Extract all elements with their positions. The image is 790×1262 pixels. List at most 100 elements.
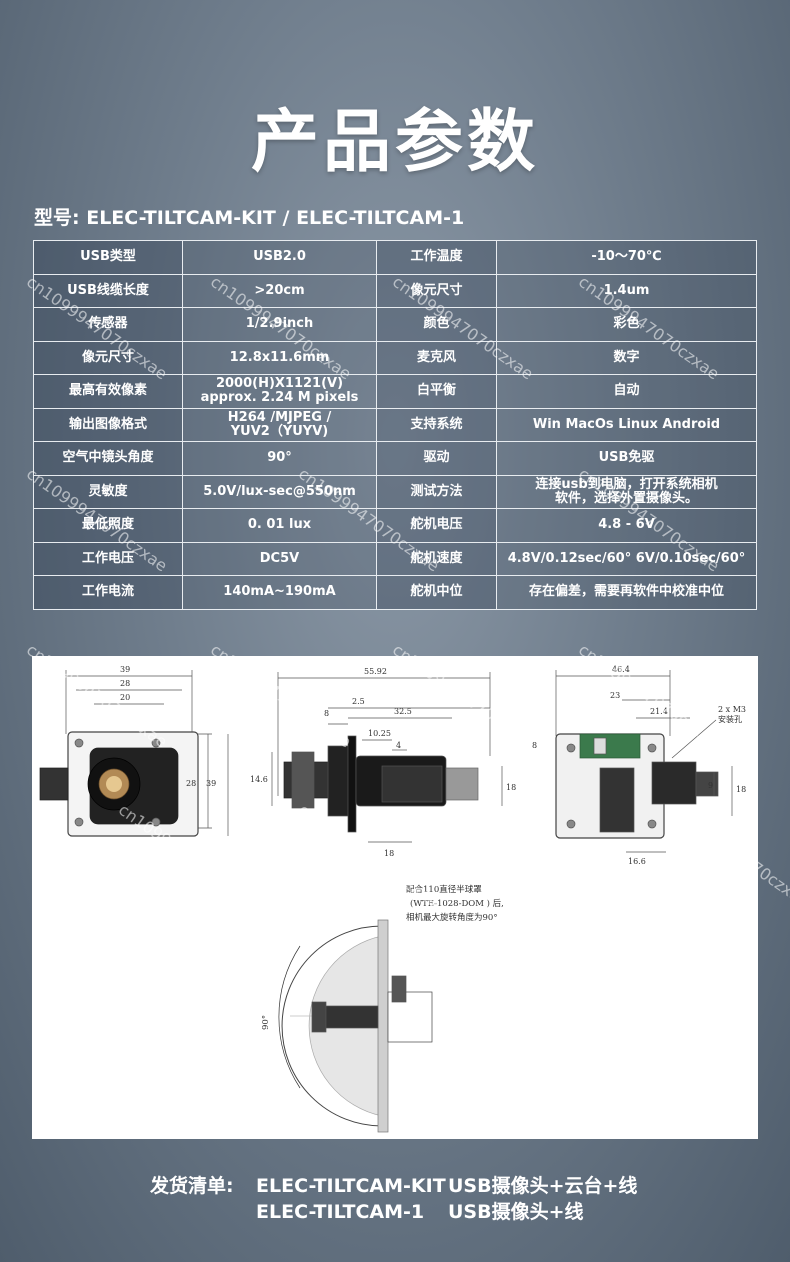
side-dims: 55.92 2.5 8 32.5 10.25 4 14.6 18 18 [250, 667, 516, 858]
svg-text:46.4: 46.4 [612, 665, 630, 674]
dome-text: 配合110直径半球罩 (WTE-1028-DOM ) 后, 相机最大旋转角度为9… [261, 884, 504, 1030]
spec-label: 输出图像格式 [33, 407, 183, 442]
model-line: 型号: ELEC-TILTCAM-KIT / ELEC-TILTCAM-1 [34, 207, 465, 229]
svg-text:2.5: 2.5 [352, 697, 365, 706]
svg-text:14.6: 14.6 [250, 775, 268, 784]
svg-text:16.6: 16.6 [628, 857, 646, 866]
spec-label: 麦克风 [376, 340, 497, 375]
svg-text:55.92: 55.92 [364, 667, 387, 676]
svg-text:21.4: 21.4 [650, 707, 668, 716]
svg-text:2 x M3: 2 x M3 [718, 705, 746, 714]
spec-value: 5.0V/lux-sec@550nm [182, 474, 377, 509]
svg-text:4: 4 [396, 741, 401, 750]
spec-label: 测试方法 [376, 474, 497, 509]
page-title: 产品参数 [250, 103, 539, 182]
spec-label: 灵敏度 [33, 474, 183, 509]
drawing-svg: 39 28 20 28 39 55. [39, 665, 746, 1133]
svg-text:20: 20 [120, 693, 130, 702]
front-dims: 39 28 20 28 39 [120, 665, 216, 788]
spec-label: 支持系统 [376, 407, 497, 442]
spec-label: 工作电流 [33, 575, 183, 610]
front-view [39, 670, 229, 837]
svg-text:18: 18 [506, 783, 516, 792]
svg-text:配合110直径半球罩: 配合110直径半球罩 [406, 884, 482, 895]
spec-value: 1/2.9inch [182, 307, 377, 342]
spec-value: 1.4um [496, 273, 757, 308]
svg-text:8: 8 [532, 741, 537, 750]
svg-text:28: 28 [186, 779, 196, 788]
spec-value: 自动 [496, 374, 757, 409]
svg-text:28: 28 [120, 679, 130, 688]
dome-view [278, 919, 433, 1133]
shipping-row-2: ELEC-TILTCAM-1 USB摄像头+线 [150, 1197, 637, 1223]
back-view [555, 670, 733, 853]
spec-value: DC5V [182, 541, 377, 576]
spec-value: Win MacOs Linux Android [496, 407, 757, 442]
spec-value: H264 /MJPEG /YUV2（YUYV) [182, 407, 377, 442]
spec-value: -10～70℃ [496, 240, 757, 275]
svg-text:安装孔: 安装孔 [718, 714, 742, 724]
spec-value: USB免驱 [496, 441, 757, 476]
spec-label: 像元尺寸 [33, 340, 183, 375]
spec-label: 像元尺寸 [376, 273, 497, 308]
spec-label: USB类型 [33, 240, 183, 275]
spec-value: 连接usb到电脑，打开系统相机软件，选择外置摄像头。 [496, 474, 757, 509]
spec-label: 驱动 [376, 441, 497, 476]
spec-value: 12.8x11.6mm [182, 340, 377, 375]
spec-label: 工作电压 [33, 541, 183, 576]
side-view [271, 672, 503, 843]
spec-value: >20cm [182, 273, 377, 308]
svg-text:18: 18 [736, 785, 746, 794]
spec-value: 4.8V/0.12sec/60° 6V/0.10sec/60° [496, 541, 757, 576]
spec-label: 颜色 [376, 307, 497, 342]
spec-value: 4.8 - 6V [496, 508, 757, 543]
spec-value: 数字 [496, 340, 757, 375]
spec-label: 最低照度 [33, 508, 183, 543]
spec-value: 0. 01 lux [182, 508, 377, 543]
svg-text:90°: 90° [261, 1015, 271, 1030]
shipping-code: ELEC-TILTCAM-1 [256, 1201, 425, 1223]
spec-value: 2000(H)X1121(V)approx. 2.24 M pixels [182, 374, 377, 409]
svg-text:相机最大旋转角度为90°: 相机最大旋转角度为90° [406, 912, 498, 923]
svg-text:8: 8 [324, 709, 329, 718]
spec-value: 90° [182, 441, 377, 476]
spec-label: 舵机速度 [376, 541, 497, 576]
shipping-code: ELEC-TILTCAM-KIT [256, 1175, 446, 1197]
shipping-desc: USB摄像头+云台+线 [448, 1175, 638, 1197]
svg-text:39: 39 [120, 665, 130, 674]
spec-value: 140mA~190mA [182, 575, 377, 610]
svg-text:32.5: 32.5 [394, 707, 412, 716]
spec-label: 空气中镜头角度 [33, 441, 183, 476]
back-dims: 46.4 23 21.4 2 x M3 安装孔 8 9 18 16.6 [532, 665, 746, 866]
shipping-desc: USB摄像头+线 [448, 1201, 584, 1223]
technical-drawing: 39 28 20 28 39 55. [32, 656, 758, 1139]
spec-label: 白平衡 [376, 374, 497, 409]
svg-text:23: 23 [610, 691, 620, 700]
spec-label: USB线缆长度 [33, 273, 183, 308]
shipping-label: 发货清单: [150, 1175, 234, 1197]
spec-label: 传感器 [33, 307, 183, 342]
svg-text:10.25: 10.25 [368, 729, 391, 738]
svg-text:9: 9 [708, 781, 713, 790]
spec-label: 舵机中位 [376, 575, 497, 610]
svg-text:18: 18 [384, 849, 394, 858]
svg-text:(WTE-1028-DOM ) 后,: (WTE-1028-DOM ) 后, [410, 898, 504, 909]
svg-text:39: 39 [206, 779, 216, 788]
spec-label: 工作温度 [376, 240, 497, 275]
spec-label: 舵机电压 [376, 508, 497, 543]
spec-value: 存在偏差，需要再软件中校准中位 [496, 575, 757, 610]
